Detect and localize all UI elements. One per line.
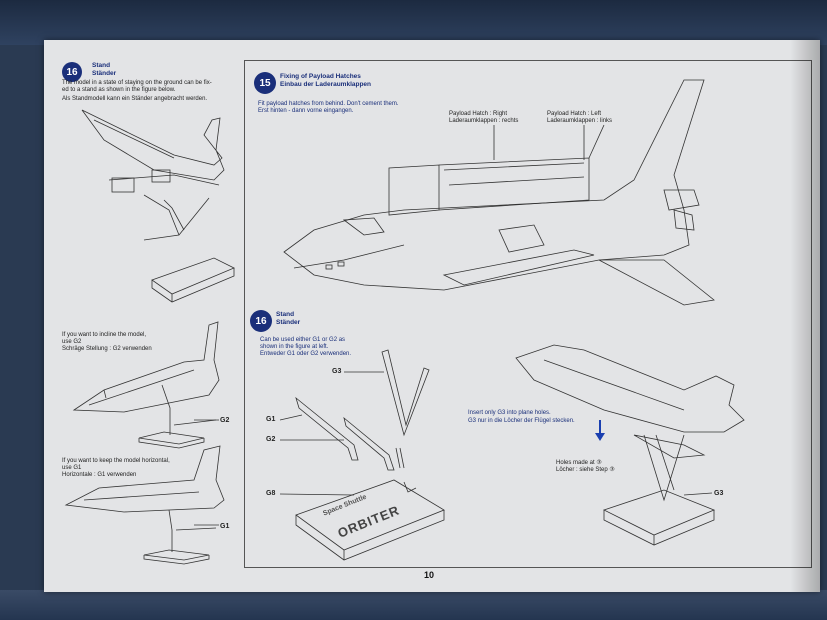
right-panel-frame — [244, 60, 812, 568]
holes-note-2: Löcher : siehe Step ③ — [556, 467, 615, 473]
step-16-title-de: Ständer — [92, 70, 117, 77]
shuttle-drawing-payload — [283, 79, 715, 306]
step-16-right-note-1: Can be used either G1 or G2 as — [260, 337, 346, 343]
part-label-g1: G1 — [266, 416, 276, 423]
step-16-text-de: Als Standmodell kann ein Ständer angebra… — [62, 96, 208, 102]
step-16-badge-right: 16 — [250, 310, 272, 332]
step-16-badge-left: 16 — [62, 62, 82, 82]
shuttle-drawing-horizontal — [64, 445, 225, 565]
step-16-text-en-2: ed to a stand as shown in the figure bel… — [62, 87, 176, 93]
incline-text-2: use G2 — [62, 339, 82, 345]
step-15-badge: 15 — [254, 72, 276, 94]
step-number: 16 — [255, 315, 267, 327]
hatch-right-label-2: Laderaumklappen : rechts — [449, 118, 519, 124]
insert-note-2: G3 nur in die Löcher der Flügel stecken. — [468, 418, 575, 424]
horizontal-text-2: use G1 — [62, 465, 82, 471]
step-number: 15 — [259, 77, 271, 89]
shuttle-drawing-on-stand — [515, 344, 745, 546]
background-bottom — [0, 590, 827, 620]
part-label-g2-left: G2 — [220, 417, 230, 424]
step-16-right-title-en: Stand — [276, 311, 295, 318]
page-number: 10 — [424, 570, 435, 580]
hatch-left-label-2: Laderaumklappen : links — [547, 118, 613, 124]
part-label-g8: G8 — [266, 490, 276, 497]
step-16-right-title-de: Ständer — [276, 319, 301, 326]
horizontal-text-3: Horizontale : G1 verwenden — [62, 472, 137, 478]
step-15-title-en: Fixing of Payload Hatches — [280, 73, 361, 80]
stand-parts-drawing — [295, 349, 445, 561]
shuttle-drawing-incline — [72, 321, 220, 449]
part-label-g1-left: G1 — [220, 523, 230, 530]
background-top — [0, 0, 827, 45]
page-edge-shadow — [790, 40, 820, 592]
step-15-note-1: Fit payload hatches from behind. Don't c… — [258, 101, 399, 107]
hatch-right-label-1: Payload Hatch : Right — [449, 111, 508, 117]
step-15-note-2: Erst hinten - dann vorne eingangen. — [258, 108, 354, 114]
blue-arrow-icon — [595, 420, 605, 441]
step-16-text-en-1: The model in a state of staying on the g… — [62, 80, 212, 86]
hatch-left-label-1: Payload Hatch : Left — [547, 111, 602, 117]
incline-text-1: If you want to incline the model, — [62, 332, 147, 338]
part-label-g3: G3 — [332, 368, 342, 375]
step-16-right-note-3: Entweder G1 oder G2 verwenden. — [260, 351, 352, 357]
step-16-right-note-2: shown in the figure at left. — [260, 344, 329, 350]
holes-note-1: Holes made at ③ — [556, 460, 602, 466]
horizontal-text-1: If you want to keep the model horizontal… — [62, 458, 170, 464]
part-label-g2: G2 — [266, 436, 276, 443]
step-15-title-de: Einbau der Laderaumklappen — [280, 81, 372, 88]
step-number: 16 — [66, 66, 78, 78]
insert-note-1: Insert only G3 into plane holes. — [468, 410, 551, 416]
incline-text-3: Schräge Stellung : G2 verwenden — [62, 346, 152, 352]
part-label-g3-right: G3 — [714, 490, 724, 497]
step-16-title-en: Stand — [92, 62, 111, 69]
line-illustrations — [64, 79, 745, 565]
instruction-page: 16 Stand Ständer The model in a state of… — [44, 40, 820, 592]
shuttle-drawing-left-top — [81, 109, 235, 303]
